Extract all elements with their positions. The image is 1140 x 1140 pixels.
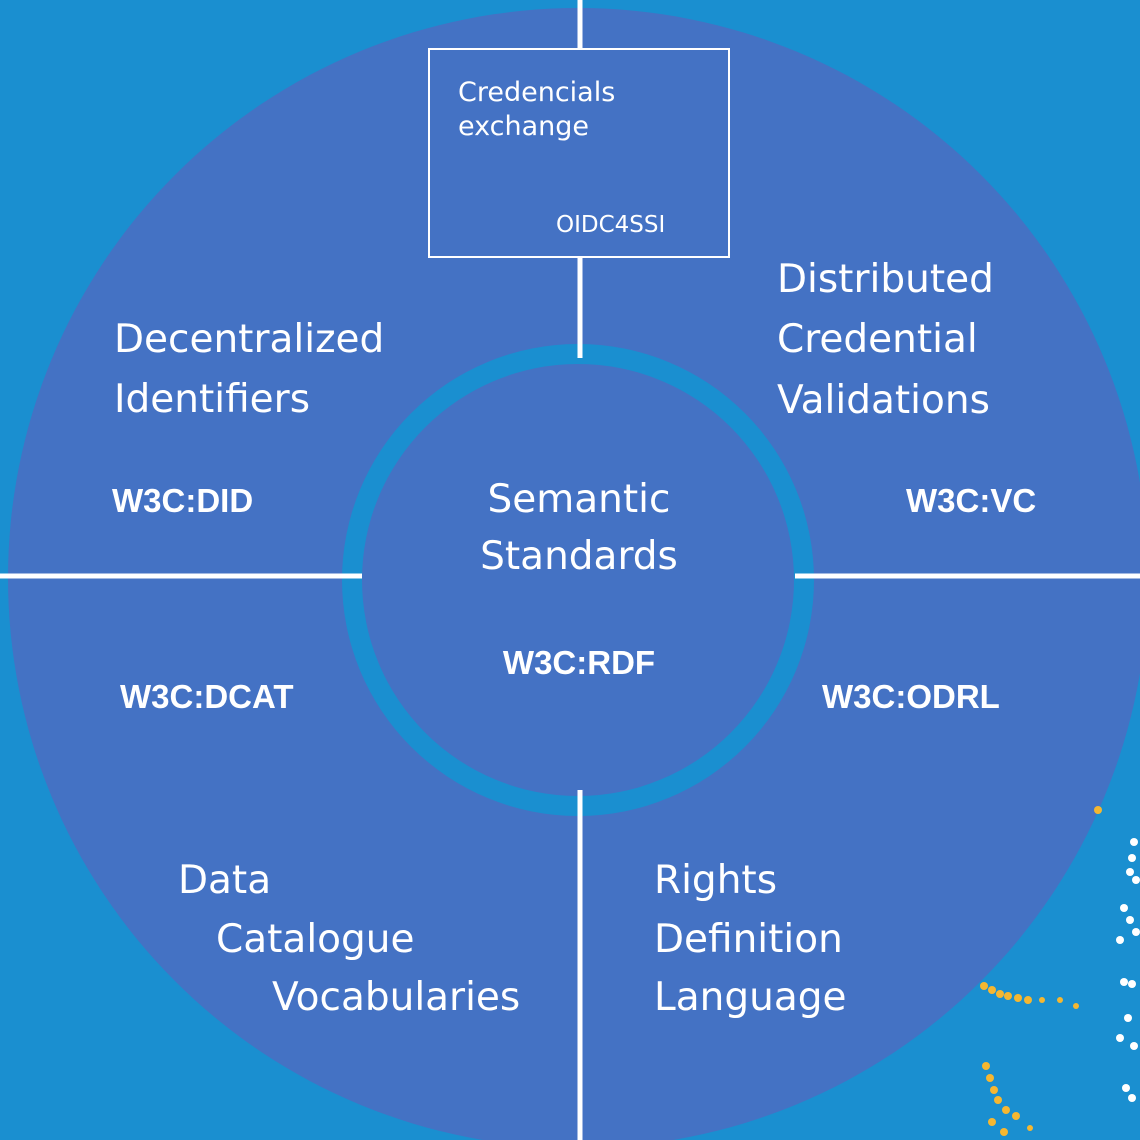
decentralized-identifiers-line: Decentralized: [114, 317, 385, 362]
w3c-vc-label: W3C:VC: [906, 482, 1037, 519]
data-catalogue-line: Catalogue: [216, 916, 415, 962]
distributed-credential-title: Distributed Credential Validations: [777, 250, 994, 431]
credentials-exchange-title: Credencials exchange: [458, 76, 615, 144]
decentralized-identifiers-title: Decentralized Identifiers: [114, 310, 384, 431]
data-catalogue-title: Data Catalogue Vocabularies: [178, 852, 520, 1028]
rights-definition-title: Rights Definition Language: [654, 852, 846, 1028]
decentralized-identifiers-line: Identifiers: [114, 377, 311, 423]
credentials-exchange-box: [428, 48, 730, 258]
w3c-odrl-label: W3C:ODRL: [822, 678, 1000, 715]
center-disc: [362, 364, 794, 796]
distributed-credential-line: Validations: [777, 377, 990, 423]
rights-definition-line: Definition: [654, 916, 843, 962]
data-catalogue-line: Vocabularies: [272, 975, 521, 1020]
w3c-rdf-label: W3C:RDF: [502, 644, 656, 681]
semantic-standards-title: Semantic Standards: [464, 472, 694, 585]
decorative-dots: [980, 806, 1140, 1136]
distributed-credential-line: Credential: [777, 317, 978, 363]
semantic-standards-line: Standards: [480, 533, 678, 579]
w3c-dcat-label: W3C:DCAT: [120, 678, 294, 715]
distributed-credential-line: Distributed: [777, 257, 994, 302]
credentials-exchange-title-line: exchange: [458, 110, 590, 142]
oidc4ssi-label: OIDC4SSI: [556, 212, 666, 238]
data-catalogue-line: Data: [178, 858, 272, 903]
semantic-standards-line: Semantic: [487, 477, 671, 522]
rights-definition-line: Rights: [654, 858, 778, 903]
credentials-exchange-title-line: Credencials: [458, 77, 616, 108]
rights-definition-line: Language: [654, 975, 847, 1020]
w3c-did-label: W3C:DID: [112, 482, 254, 519]
